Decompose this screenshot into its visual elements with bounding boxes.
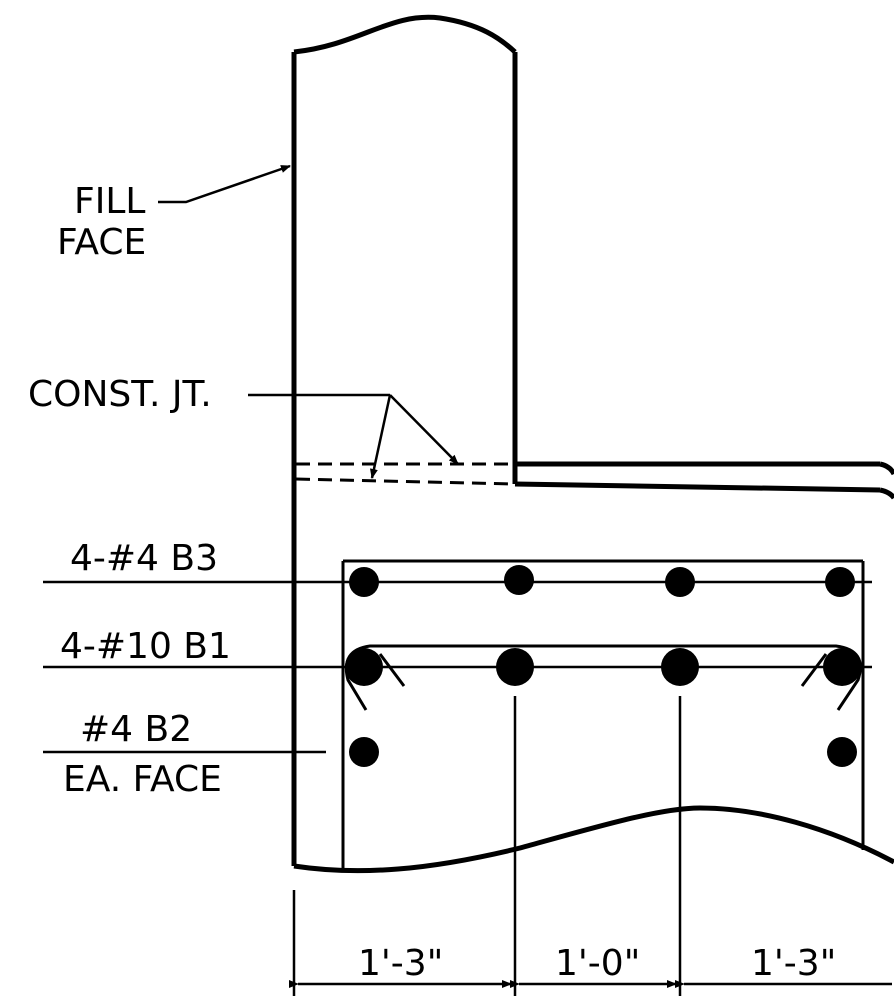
- leader-const-jt-arrow-1: [369, 394, 392, 479]
- leader-const-jt-arrow-2: [389, 394, 459, 465]
- b3-bar-2: [504, 565, 534, 595]
- slab-bottom-break: [879, 487, 894, 500]
- leaders: [43, 164, 872, 754]
- dim-label-1: 1'-3": [358, 943, 443, 984]
- b2-bar-left: [349, 737, 379, 767]
- b1-hook-left-tail: [378, 653, 406, 687]
- bottom-break-line: [293, 805, 894, 874]
- b1-hook-right-tail: [800, 653, 828, 687]
- label-fill-face-2: FACE: [57, 222, 146, 263]
- dimensions: [289, 696, 892, 996]
- dim-label-3: 1'-3": [751, 943, 836, 984]
- slab-top-break: [879, 461, 894, 476]
- label-const-jt: CONST. JT.: [28, 374, 212, 415]
- wall-outline: [291, 14, 894, 874]
- leader-fill-face: [158, 164, 291, 204]
- label-b1: 4-#10 B1: [60, 626, 231, 667]
- label-b2-2: EA. FACE: [63, 759, 222, 800]
- wall-top-break-line: [293, 14, 517, 55]
- rebar-dots: [345, 565, 861, 767]
- dim-label-2: 1'-0": [555, 943, 640, 984]
- label-b2-1: #4 B2: [80, 709, 192, 750]
- label-fill-face-1: FILL: [74, 181, 145, 222]
- b1-hook-bar: [344, 644, 862, 711]
- slab-bottom-edge: [514, 481, 881, 493]
- construction-joint: [295, 462, 516, 486]
- b2-bar-right: [827, 737, 857, 767]
- label-b3: 4-#4 B3: [70, 538, 218, 579]
- construction-joint-lower: [295, 477, 516, 486]
